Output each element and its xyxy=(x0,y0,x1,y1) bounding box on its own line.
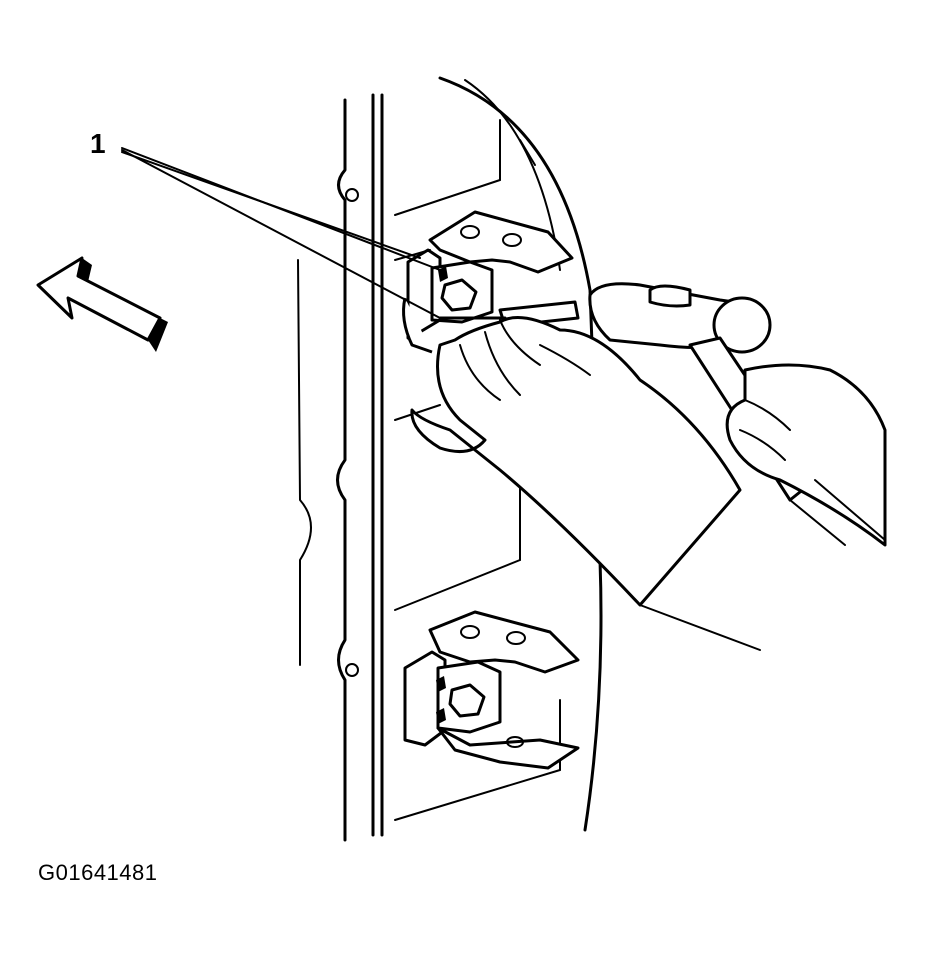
direction-arrow-icon xyxy=(36,256,168,352)
hand-icon xyxy=(410,316,761,651)
lower-hinge xyxy=(403,610,580,770)
hand-icon xyxy=(725,363,887,547)
callout-leaders xyxy=(121,147,441,319)
door-pillar xyxy=(297,93,561,842)
figure-id: G01641481 xyxy=(38,860,158,885)
upper-hinge xyxy=(402,210,574,354)
callout-label: 1 xyxy=(90,128,106,159)
